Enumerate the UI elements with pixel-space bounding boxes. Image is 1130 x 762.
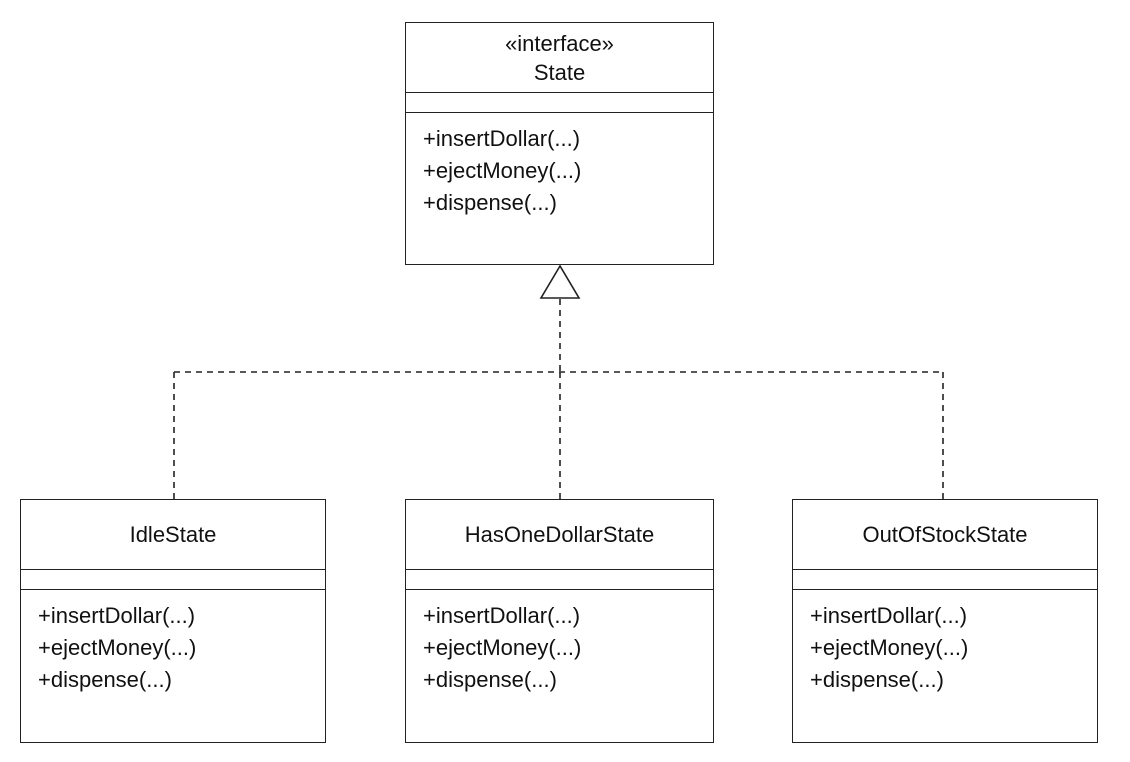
class-out-of-stock-state: OutOfStockState +insertDollar(...) +ejec… (792, 499, 1098, 743)
operations-compartment: +insertDollar(...) +ejectMoney(...) +dis… (793, 590, 1097, 696)
operation: +ejectMoney(...) (38, 635, 197, 660)
operations-compartment: +insertDollar(...) +ejectMoney(...) +dis… (406, 113, 713, 219)
operations-compartment: +insertDollar(...) +ejectMoney(...) +dis… (21, 590, 325, 696)
operation: +dispense(...) (423, 667, 557, 692)
interface-stereotype: «interface» (505, 30, 614, 56)
operation: +insertDollar(...) (423, 126, 581, 151)
operation: +dispense(...) (423, 190, 557, 215)
attributes-compartment (21, 570, 325, 590)
operation: +ejectMoney(...) (423, 158, 582, 183)
operation: +ejectMoney(...) (423, 635, 582, 660)
operation: +dispense(...) (38, 667, 172, 692)
attributes-compartment (406, 93, 713, 113)
operation: +ejectMoney(...) (810, 635, 969, 660)
interface-header: «interface» State (406, 23, 713, 93)
operation: +insertDollar(...) (810, 603, 968, 628)
operation: +insertDollar(...) (38, 603, 196, 628)
interface-state: «interface» State +insertDollar(...) +ej… (405, 22, 714, 265)
class-name: HasOneDollarState (406, 500, 713, 570)
class-has-one-dollar-state: HasOneDollarState +insertDollar(...) +ej… (405, 499, 714, 743)
operation: +insertDollar(...) (423, 603, 581, 628)
class-name: IdleState (21, 500, 325, 570)
attributes-compartment (793, 570, 1097, 590)
operation: +dispense(...) (810, 667, 944, 692)
class-name: OutOfStockState (793, 500, 1097, 570)
attributes-compartment (406, 570, 713, 590)
class-idle-state: IdleState +insertDollar(...) +ejectMoney… (20, 499, 326, 743)
interface-name: State (533, 59, 586, 85)
operations-compartment: +insertDollar(...) +ejectMoney(...) +dis… (406, 590, 713, 696)
realization-arrowhead (539, 264, 581, 299)
